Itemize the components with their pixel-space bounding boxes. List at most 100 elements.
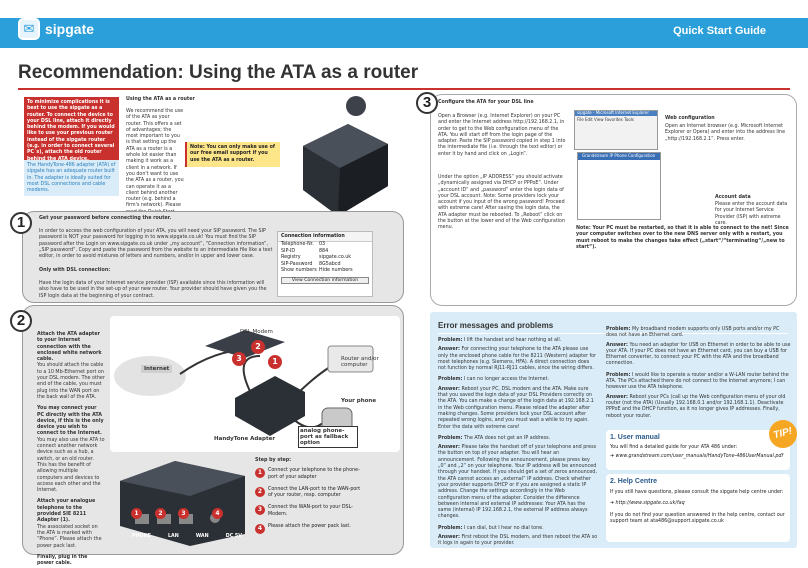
logo-icon: ✉	[18, 18, 40, 40]
qa-text: Please take the handset off of your tele…	[438, 445, 597, 520]
qa-item: Problem: The ATA does not get an IP addr…	[438, 436, 598, 442]
port-label: PHONE	[132, 534, 151, 539]
connection-info-title: Connection information	[278, 232, 372, 242]
qa-item: Answer: First reboot the DSL modem, and …	[438, 535, 598, 548]
port-marker-3: 3	[178, 508, 189, 519]
errors-title: Error messages and problems	[438, 321, 554, 330]
view-connection-button[interactable]: View Connection information	[281, 276, 369, 284]
qa-label: Answer:	[438, 347, 460, 353]
qa-label: Answer:	[438, 386, 460, 392]
intro-red-box: To minimize complications it is best to …	[24, 97, 119, 162]
qa-text: My broadband modem supports only USB por…	[606, 327, 780, 339]
qa-label: Answer:	[606, 394, 628, 400]
user-manual-link[interactable]: ➜ www.grandstream.com/user_manuals/Handy…	[610, 454, 784, 460]
conn-value: 884	[319, 248, 329, 254]
qa-item: Problem: I can dial, but I hear no dial …	[438, 526, 598, 532]
qa-item: Answer: Reboot your PCs (call up the Web…	[606, 395, 791, 420]
help-centre-text: If you still have questions, please cons…	[610, 490, 784, 495]
config-title: Grandstream IP Phone Configuration	[582, 153, 656, 158]
logo-text: sipgate	[45, 21, 95, 37]
conn-key: Show numbers	[281, 268, 317, 274]
step-3-body: Open a Browser (e.g. Internet Explorer) …	[438, 114, 566, 157]
qa-text: I lift the handset and hear nothing at a…	[463, 338, 562, 343]
qa-label: Problem:	[438, 377, 463, 383]
qa-item: Problem: My broadband modem supports onl…	[606, 327, 791, 340]
intro-heading: Using the ATA as a router	[126, 97, 195, 102]
conn-key: Telephone-Nr.	[281, 242, 314, 247]
help-centre-link[interactable]: ➜ http://www.sipgate.co.uk/faq	[610, 501, 685, 507]
qa-text: I would like to operate a router and/or …	[606, 372, 789, 391]
connection-info-panel: Connection information Telephone-Nr. 03 S…	[277, 231, 373, 297]
port-marker-4: 4	[212, 508, 223, 519]
step-3-note-text: Note: Your PC must be restarted, so that…	[576, 226, 789, 250]
user-manual-url[interactable]: www.grandstream.com/user_manuals/HandyTo…	[615, 454, 784, 460]
help-centre-url[interactable]: http://www.sipgate.co.uk/faq	[615, 501, 685, 507]
port-label: DC 5V	[225, 534, 242, 539]
port-marker-2: 2	[155, 508, 166, 519]
header-bar	[0, 18, 808, 48]
qa-label: Answer:	[438, 535, 460, 541]
step-1-sub-body: Have the login data of your Internet ser…	[39, 281, 267, 299]
title-rule	[18, 88, 790, 90]
qa-item: Problem: I can no longer access the Inte…	[438, 377, 598, 383]
qa-text: The ATA does not get an IP address.	[463, 435, 551, 441]
step-1-number: 1	[10, 212, 32, 234]
browser-title: sipgate - Microsoft Internet Explorer	[577, 110, 650, 115]
step-number: 3	[255, 505, 265, 516]
side-text-item: You should attach the cable to a 10 Mb-E…	[37, 363, 105, 400]
step-number: 1	[255, 468, 265, 479]
browser-screenshot: sipgate - Microsoft Internet Explorer Fi…	[574, 110, 658, 150]
qa-text: For connecting your telephone to the ATA…	[438, 347, 597, 372]
step-2-number: 2	[10, 310, 32, 332]
dsl-modem-label: DSL Modem	[240, 329, 273, 335]
diagram-marker-1: 1	[268, 355, 282, 369]
conn-value[interactable]: Hide numbers	[319, 268, 353, 274]
adapter-label: HandyTone Adapter	[214, 436, 276, 442]
qa-item: Problem: I would like to operate a route…	[606, 373, 791, 392]
port-label: LAN	[167, 534, 179, 539]
port-marker-1: 1	[131, 508, 142, 519]
qa-label: Problem:	[438, 435, 463, 441]
side-text-item: Attach your analogue telephone to the pr…	[37, 499, 96, 524]
guide-title: Quick Start Guide	[673, 25, 766, 37]
qa-label: Problem:	[606, 372, 631, 378]
qa-text: Reboot your PC, DSL modem and the ATA. M…	[438, 386, 594, 430]
conn-key: SIP-Password	[281, 261, 313, 267]
step-3-heading: Configure the ATA for your DSL line	[438, 100, 534, 105]
qa-text: I can no longer access the Internet.	[463, 377, 550, 383]
browser-menu: File Edit View Favorites Tools	[577, 117, 634, 122]
qa-label: Problem:	[438, 338, 463, 343]
help-centre-contact: If you do not find your question answere…	[610, 512, 785, 524]
qa-item: Answer: Please take the handset off of y…	[438, 445, 598, 521]
user-manual-heading: 1. User manual	[610, 434, 660, 441]
conn-row: Telephone-Nr. 03	[278, 242, 372, 249]
qa-text: First reboot the DSL modem, and then reb…	[438, 535, 598, 547]
side-text-item: You may also use the ATA to connect anot…	[37, 437, 105, 494]
errors-right-column: Problem: My broadband modem supports onl…	[606, 327, 791, 420]
qa-text: Reboot your PCs (call up the Web configu…	[606, 394, 786, 419]
conn-row: SIP-Password 8G5abcd	[278, 262, 372, 269]
qa-item: Problem: I lift the handset and hear not…	[438, 338, 598, 344]
step-number: 2	[255, 486, 265, 497]
phone-label: Your phone	[341, 398, 377, 404]
help-centre-heading: 2. Help Centre	[610, 478, 658, 485]
qa-text: You need an adapter for USB on Ethernet …	[606, 342, 791, 367]
user-manual-box: 1. User manual You will find a detailed …	[606, 430, 790, 470]
config-titlebar	[578, 153, 660, 160]
step-text: Connect the WAN-port to your DSL-Modem.	[268, 505, 353, 517]
conn-value: 8G5abcd	[319, 261, 341, 267]
diagram-marker-2: 2	[251, 340, 265, 354]
help-centre-box: 2. Help Centre If you still have questio…	[606, 474, 790, 542]
qa-item: Answer: Reboot your PC, DSL modem and th…	[438, 387, 598, 431]
conn-value: sipgate.co.uk	[319, 255, 352, 261]
sipgate-logo: ✉ sipgate	[18, 18, 94, 40]
conn-value: 03	[319, 242, 326, 247]
step-2-side-text: Attach the ATA adapter to your Internet …	[37, 332, 105, 567]
